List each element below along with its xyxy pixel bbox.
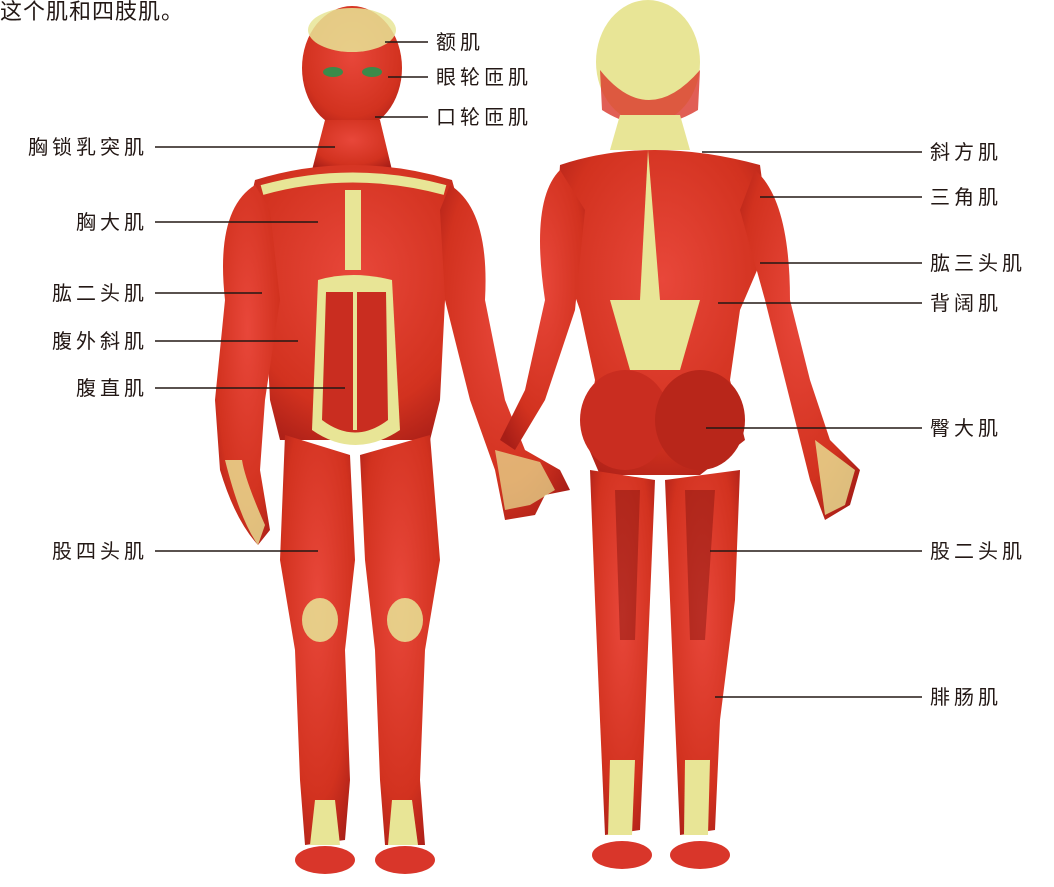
label-biceps-brachii: 肱二头肌 [0, 281, 148, 305]
label-quadriceps: 股四头肌 [0, 539, 148, 563]
back-arm-left [500, 170, 585, 450]
back-neck [610, 115, 690, 150]
label-gluteus-maximus: 臀大肌 [930, 416, 1002, 440]
label-deltoid: 三角肌 [930, 185, 1002, 209]
back-figure [500, 0, 860, 869]
back-foot-right [670, 841, 730, 869]
label-sternocleidomastoid: 胸锁乳突肌 [0, 135, 148, 159]
label-triceps-brachii: 肱三头肌 [930, 251, 1026, 275]
label-orbicularis-oris: 口轮匝肌 [436, 105, 532, 129]
label-orbicularis-oculi: 眼轮匝肌 [436, 65, 532, 89]
label-rectus-abdominis: 腹直肌 [0, 376, 148, 400]
label-pectoralis-major: 胸大肌 [0, 210, 148, 234]
label-frontalis: 额肌 [436, 30, 484, 54]
front-neck [312, 120, 392, 170]
label-latissimus-dorsi: 背阔肌 [930, 291, 1002, 315]
label-gastrocnemius: 腓肠肌 [930, 685, 1002, 709]
label-external-oblique: 腹外斜肌 [0, 329, 148, 353]
back-foot-left [592, 841, 652, 869]
front-foot-right [375, 846, 435, 874]
label-trapezius: 斜方肌 [930, 140, 1002, 164]
front-foot-left [295, 846, 355, 874]
label-biceps-femoris: 股二头肌 [930, 539, 1026, 563]
